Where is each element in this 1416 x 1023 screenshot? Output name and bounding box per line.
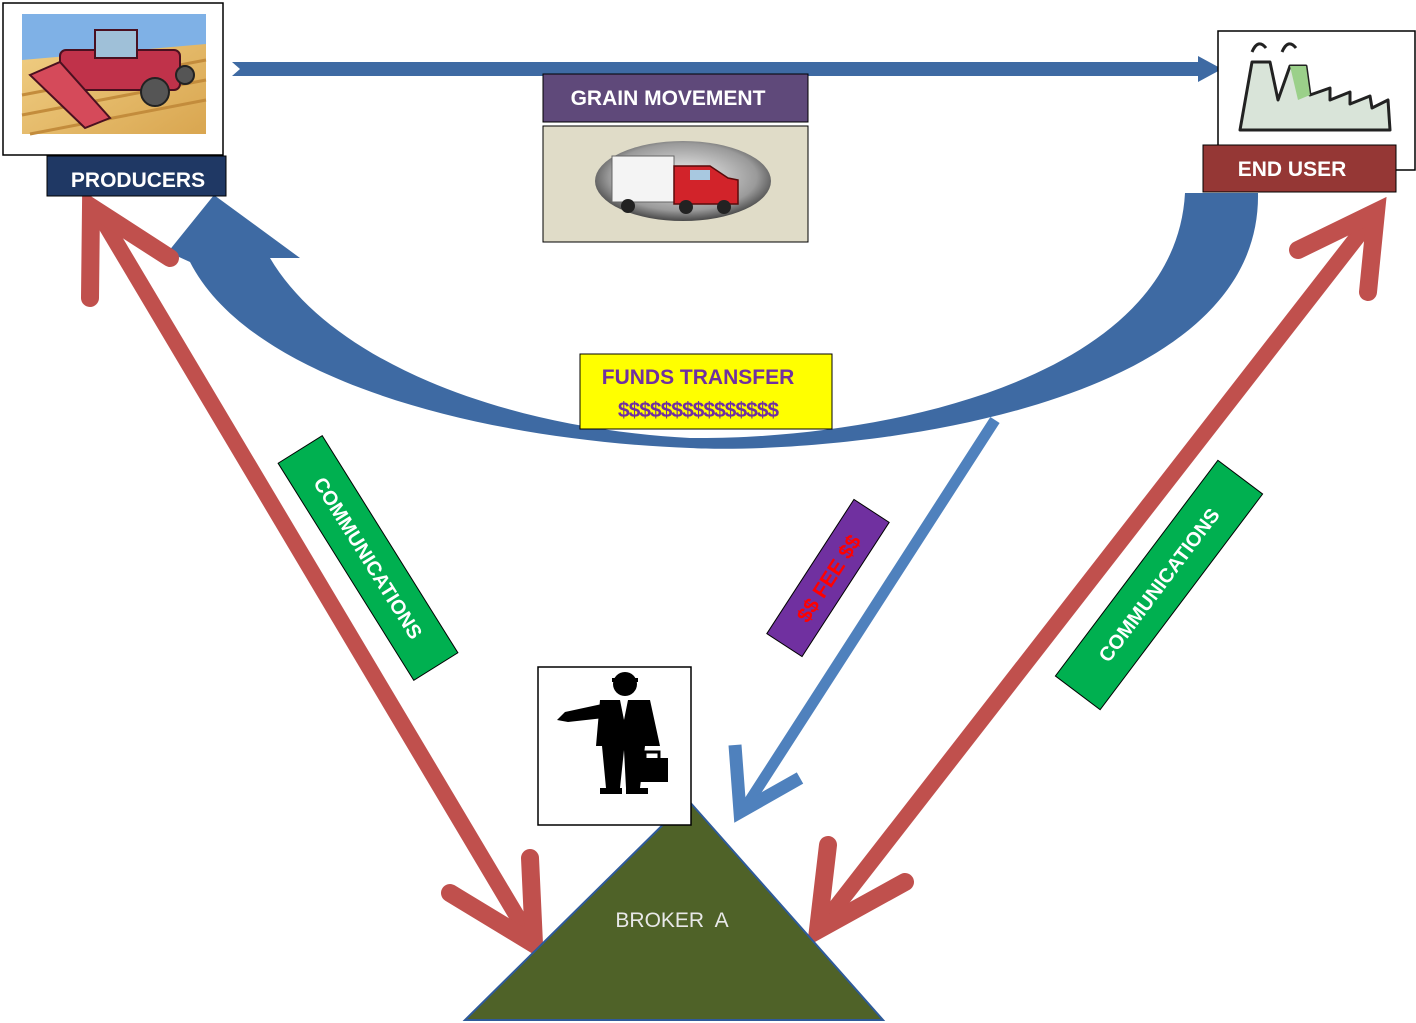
factory-icon xyxy=(1238,42,1392,132)
communications-left-arrow xyxy=(81,190,544,961)
broker-label: BROKER A xyxy=(615,909,728,932)
producers-label: PRODUCERS xyxy=(71,169,205,192)
businessman-with-briefcase-icon xyxy=(557,672,668,794)
funds-transfer-amount: $$$$$$$$$$$$$$$ xyxy=(618,399,780,422)
communications-left-label: COMMUNICATIONS xyxy=(308,474,425,644)
fee-arrow xyxy=(728,417,1000,823)
fee-box: $$ FEE $$ xyxy=(766,498,890,658)
broker-figure-box xyxy=(537,666,692,826)
grain-movement-label: GRAIN MOVEMENT xyxy=(571,87,766,110)
end-user-label: END USER xyxy=(1238,158,1347,181)
grain-movement-box: GRAIN MOVEMENT xyxy=(542,73,809,243)
end-user-node: END USER xyxy=(1202,30,1416,193)
communications-right-arrow xyxy=(807,196,1387,947)
funds-transfer-label: FUNDS TRANSFER xyxy=(602,366,795,389)
producers-node: PRODUCERS xyxy=(2,2,227,197)
broker-triangle: BROKER A xyxy=(462,798,886,1021)
combine-harvester-icon xyxy=(21,14,207,136)
communications-right-label: COMMUNICATIONS xyxy=(1095,505,1225,667)
funds-transfer-box: FUNDS TRANSFER $$$$$$$$$$$$$$$ xyxy=(579,353,833,430)
grain-movement-arrow xyxy=(232,56,1222,82)
semi-truck-icon xyxy=(595,141,771,221)
